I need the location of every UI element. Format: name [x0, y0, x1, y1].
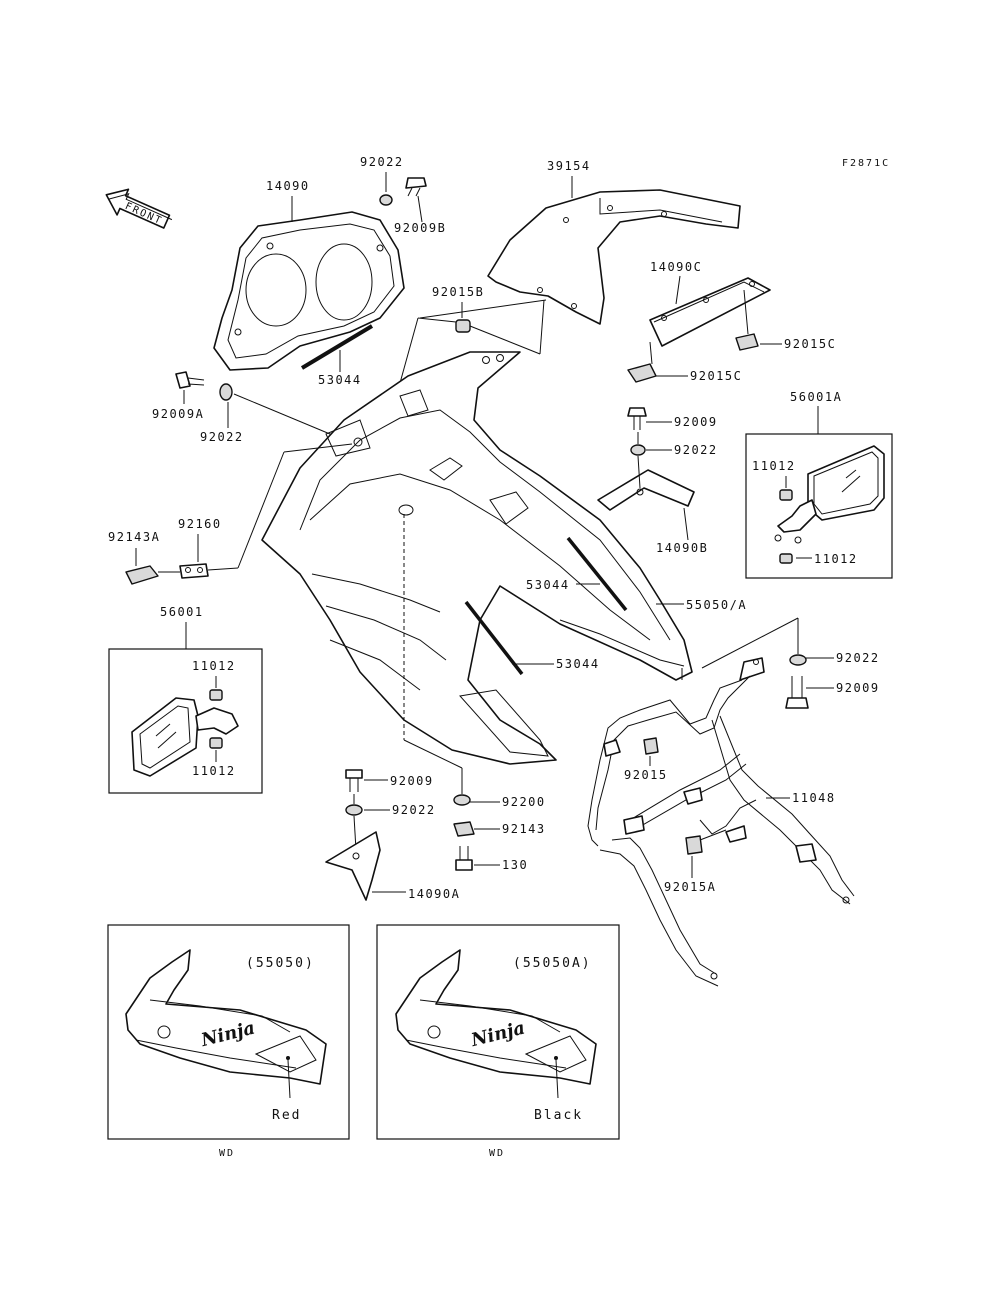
- cap-11012-l2: [209, 737, 223, 749]
- strip-53044-mid: [566, 536, 628, 612]
- variant-color-black: Black: [534, 1108, 583, 1123]
- label-92015C-a: 92015C: [784, 337, 836, 351]
- washer-92022-frame: [789, 654, 807, 666]
- bolt-92009-bottom: [345, 769, 363, 792]
- label-92143: 92143: [502, 822, 546, 836]
- cap-11012-r1: [779, 489, 793, 501]
- label-53044-mid: 53044: [526, 578, 570, 592]
- strip-53044-low: [464, 600, 524, 676]
- label-92143A: 92143A: [108, 530, 160, 544]
- bracket-14090A: [325, 831, 381, 901]
- variant-box-black: (55050A) Ninja Black: [376, 924, 620, 1140]
- strip-53044-top: [300, 324, 374, 370]
- nut-92143: [453, 821, 475, 837]
- label-11012-l1: 11012: [192, 659, 236, 673]
- front-arrow-icon: FRONT: [105, 188, 173, 229]
- bracket-14090B: [597, 469, 695, 511]
- grommet-92015: [643, 737, 659, 755]
- bracket-14090C: [649, 277, 771, 347]
- label-92015C-b: 92015C: [690, 369, 742, 383]
- label-56001: 56001: [160, 605, 204, 619]
- figure-code: F2871C: [842, 158, 890, 169]
- nut-92015C-a: [735, 333, 759, 351]
- mirror-56001A: [774, 445, 885, 544]
- side-cowl-55050A: [261, 351, 693, 765]
- collar-92143A: [125, 565, 159, 585]
- washer-92200: [453, 794, 471, 806]
- label-92009A: 92009A: [152, 407, 204, 421]
- label-11012-r2: 11012: [814, 552, 858, 566]
- label-92022-frame: 92022: [836, 651, 880, 665]
- frame-stay-11048: [587, 657, 855, 987]
- variant-code-black: (55050A): [513, 956, 592, 971]
- bolt-130: [455, 846, 473, 871]
- label-130: 130: [502, 858, 528, 872]
- label-92009-frame: 92009: [836, 681, 880, 695]
- bolt-92009A: [175, 371, 205, 389]
- label-14090C: 14090C: [650, 260, 702, 274]
- label-56001A: 56001A: [790, 390, 842, 404]
- windshield-39154: [487, 189, 741, 325]
- screw-92009B: [405, 177, 427, 197]
- label-92022-right: 92022: [674, 443, 718, 457]
- variant-code-red: (55050): [246, 956, 315, 971]
- nut-92015A: [685, 835, 703, 855]
- variant-box-red: (55050) Ninja Red: [107, 924, 350, 1140]
- label-14090A: 14090A: [408, 887, 460, 901]
- label-92015: 92015: [624, 768, 668, 782]
- washer-92022-bottom: [345, 804, 363, 816]
- label-53044-low: 53044: [556, 657, 600, 671]
- nut-92015C-b: [627, 363, 657, 383]
- label-92200: 92200: [502, 795, 546, 809]
- label-92022-top: 92022: [360, 155, 404, 169]
- mirror-box-56001A: [745, 433, 893, 579]
- bolt-92009-frame: [785, 676, 809, 709]
- label-14090: 14090: [266, 179, 310, 193]
- label-53044-top: 53044: [318, 373, 362, 387]
- mirror-56001: [131, 697, 239, 777]
- label-11012-r1: 11012: [752, 459, 796, 473]
- variant-market-red: WD: [219, 1148, 235, 1159]
- label-92160: 92160: [178, 517, 222, 531]
- meter-cover-14090: [213, 211, 405, 371]
- washer-92022-right: [630, 444, 646, 456]
- variant-color-red: Red: [272, 1108, 301, 1123]
- label-92009B: 92009B: [394, 221, 446, 235]
- label-39154: 39154: [547, 159, 591, 173]
- label-92015A: 92015A: [664, 880, 716, 894]
- washer-92022-top: [379, 194, 393, 206]
- bolt-92009-right: [627, 407, 647, 430]
- label-92022-left: 92022: [200, 430, 244, 444]
- washer-92022-left: [219, 383, 233, 401]
- label-92022-bottom: 92022: [392, 803, 436, 817]
- label-92015B: 92015B: [432, 285, 484, 299]
- label-92009-right: 92009: [674, 415, 718, 429]
- label-14090B: 14090B: [656, 541, 708, 555]
- label-92009-bottom: 92009: [390, 774, 434, 788]
- cap-11012-r2: [779, 553, 793, 564]
- grommet-92015B: [455, 319, 471, 333]
- cap-11012-l1: [209, 689, 223, 701]
- variant-market-black: WD: [489, 1148, 505, 1159]
- grommet-92160: [179, 563, 209, 579]
- label-11048: 11048: [792, 791, 836, 805]
- label-55050A: 55050/A: [686, 598, 747, 612]
- label-11012-l2: 11012: [192, 764, 236, 778]
